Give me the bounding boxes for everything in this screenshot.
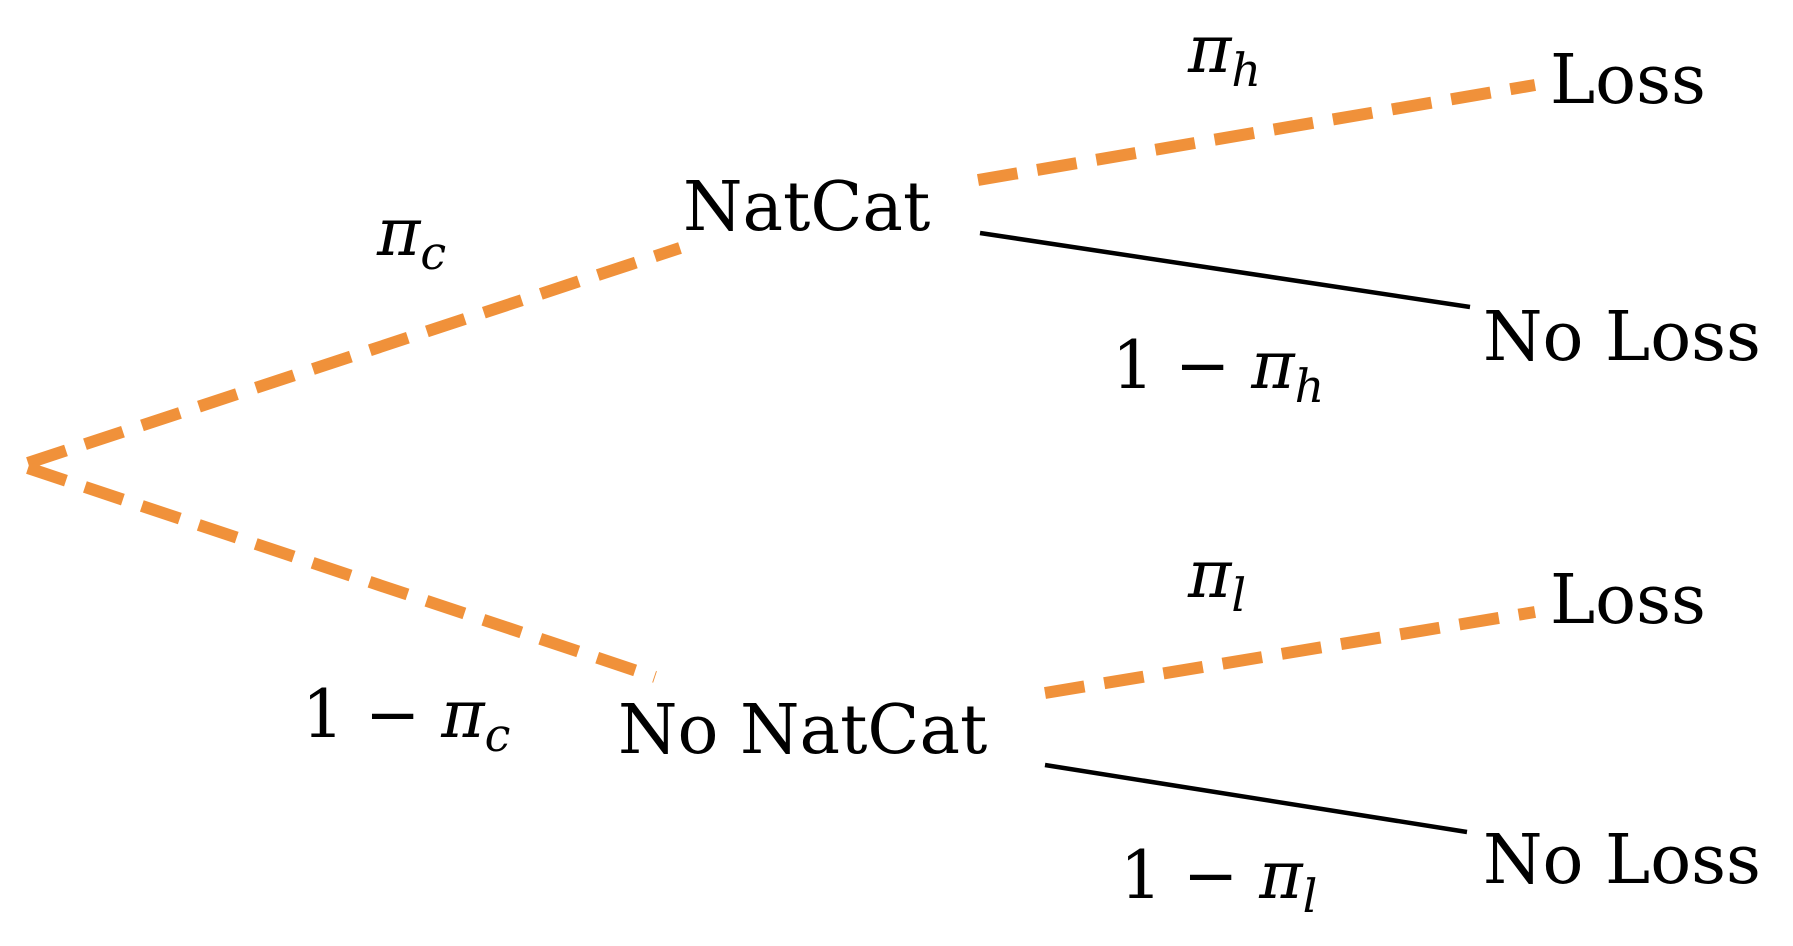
node-no-natcat: No NatCat: [618, 691, 987, 770]
edge-root-to-no-natcat: [26, 462, 657, 683]
node-no-loss-upper: No Loss: [1483, 298, 1761, 377]
node-loss-upper: Loss: [1550, 41, 1706, 120]
edge-natcat-to-no-loss: [979, 230, 1471, 310]
edge-no-natcat-to-loss: [1044, 606, 1536, 699]
prob-one-minus-pi-h: 1 − πh: [1112, 327, 1324, 413]
edge-root-to-natcat: [26, 242, 682, 469]
node-no-loss-lower: No Loss: [1483, 821, 1761, 900]
prob-one-minus-pi-l: 1 − πl: [1120, 837, 1317, 923]
edge-no-natcat-to-no-loss: [1044, 762, 1468, 835]
prob-pi-h: πh: [1187, 11, 1261, 97]
node-loss-lower: Loss: [1550, 561, 1706, 640]
node-natcat: NatCat: [683, 168, 930, 247]
prob-pi-c: πc: [376, 194, 446, 280]
prob-pi-l: πl: [1187, 536, 1246, 622]
edge-natcat-to-loss: [976, 79, 1537, 186]
prob-one-minus-pi-c: 1 − πc: [302, 676, 510, 762]
